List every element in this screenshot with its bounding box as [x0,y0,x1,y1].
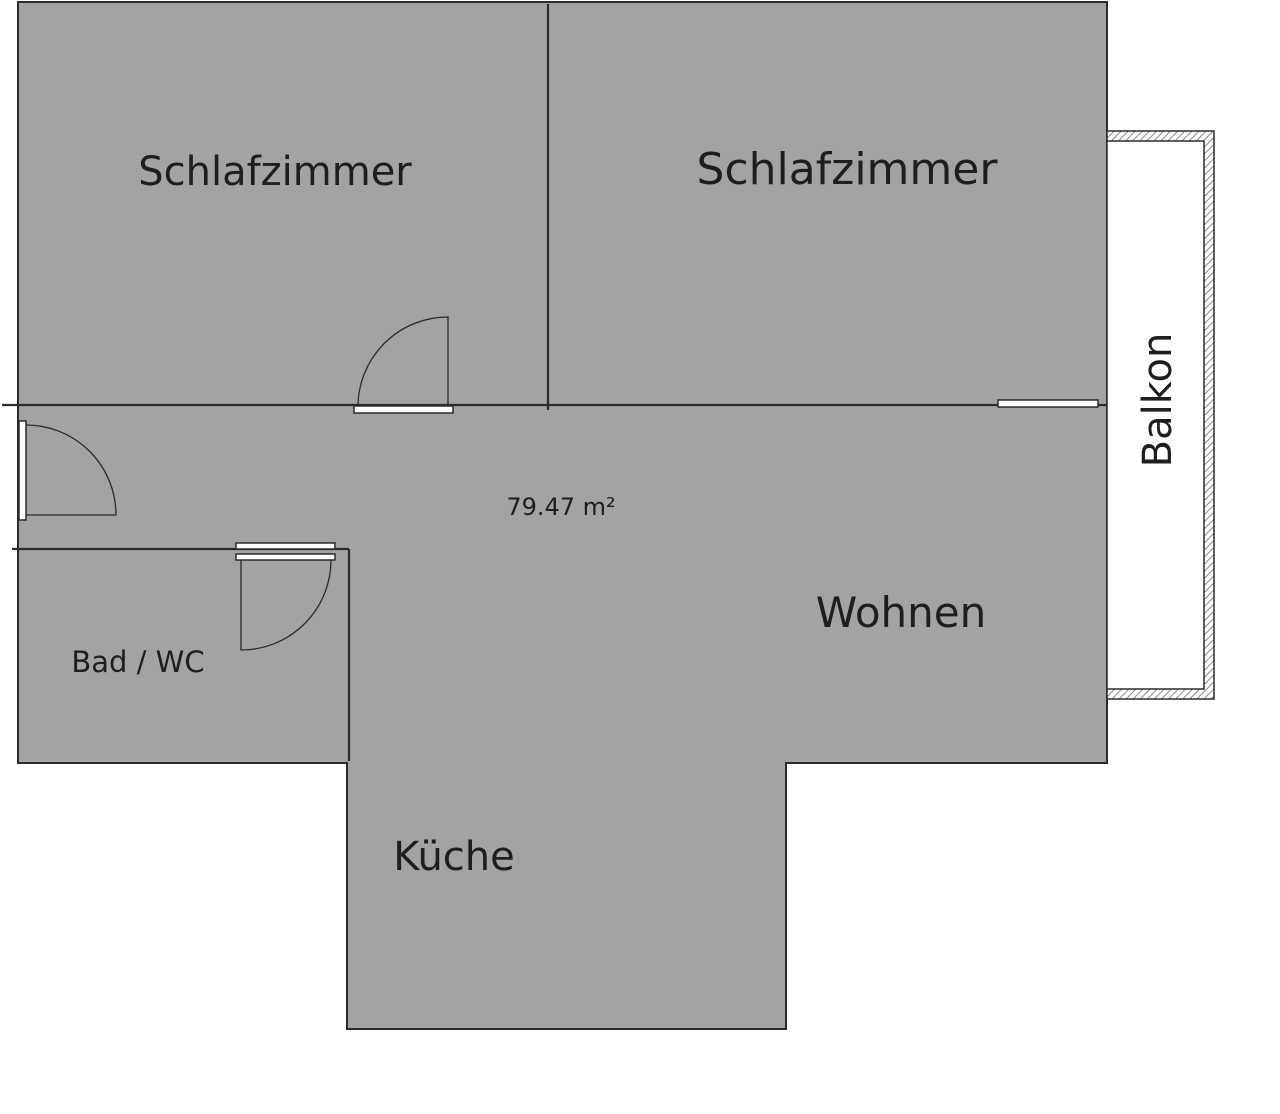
sliding-door-bedroom-2 [997,399,1099,408]
room-label-bathroom: Bad / WC [71,645,204,679]
total-area-label: 79.47 m² [506,493,615,521]
room-label-living: Wohnen [816,588,986,637]
room-label-balcony: Balkon [1135,333,1181,468]
door-bathroom [235,542,336,651]
room-label-bedroom-2: Schlafzimmer [697,144,999,195]
balcony [1106,130,1215,700]
door-entrance [18,420,117,521]
room-label-bedroom-1: Schlafzimmer [138,149,412,195]
room-label-kitchen: Küche [393,834,515,880]
door-bedroom-1 [353,316,454,414]
